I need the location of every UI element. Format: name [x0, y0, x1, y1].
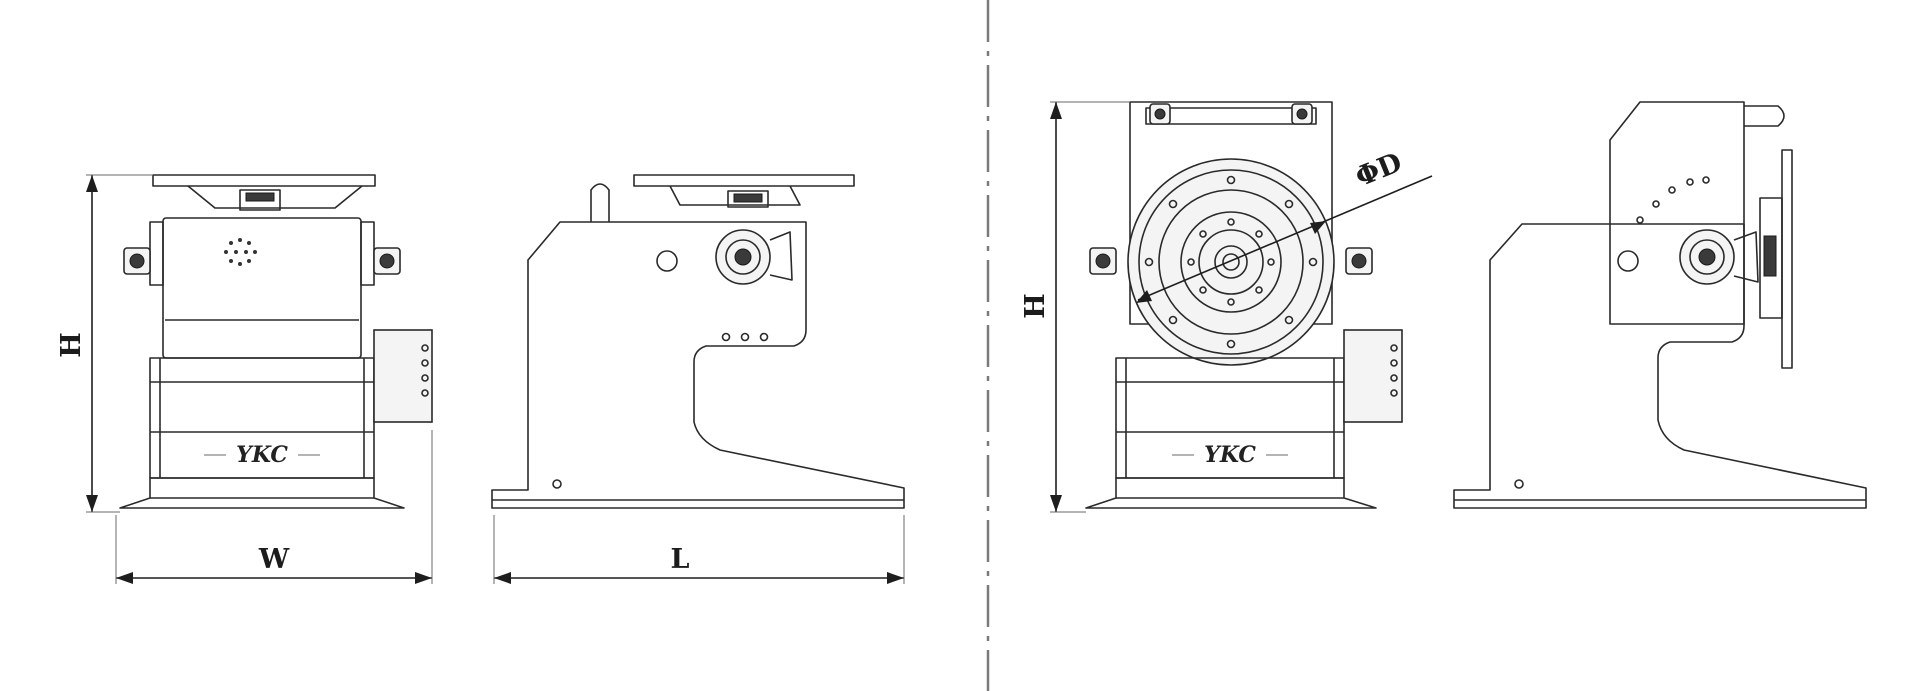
right-side-handle — [1744, 105, 1785, 127]
right-front-logo: YKC — [1204, 442, 1256, 468]
diameter-label: ΦD — [1351, 147, 1406, 193]
right-side-body — [1453, 223, 1867, 509]
vent-dots — [224, 238, 257, 266]
right-front-control-box — [1343, 329, 1403, 423]
left-front-tilt-housing — [162, 217, 362, 359]
right-side-view — [1453, 101, 1867, 509]
tilt-handle — [590, 183, 610, 222]
right-side-upper-housing — [1609, 101, 1745, 325]
left-front-view: YKC H W — [56, 174, 433, 584]
left-front-logo: YKC — [236, 442, 288, 468]
diameter-dim-line — [1137, 175, 1433, 301]
rotary-table — [1127, 158, 1335, 366]
left-front-table — [152, 174, 376, 187]
left-side-body — [491, 221, 905, 509]
length-label: L — [671, 544, 690, 575]
left-height-label: H — [56, 332, 87, 358]
left-side-view: L — [491, 174, 905, 584]
width-label: W — [258, 544, 290, 575]
right-side-table-plate — [1781, 149, 1793, 369]
left-side-table — [633, 174, 855, 187]
right-height-label: H — [1020, 293, 1051, 319]
right-front-view: YKC H ΦD — [1020, 101, 1433, 513]
table-bolt-holes — [1144, 175, 1318, 349]
